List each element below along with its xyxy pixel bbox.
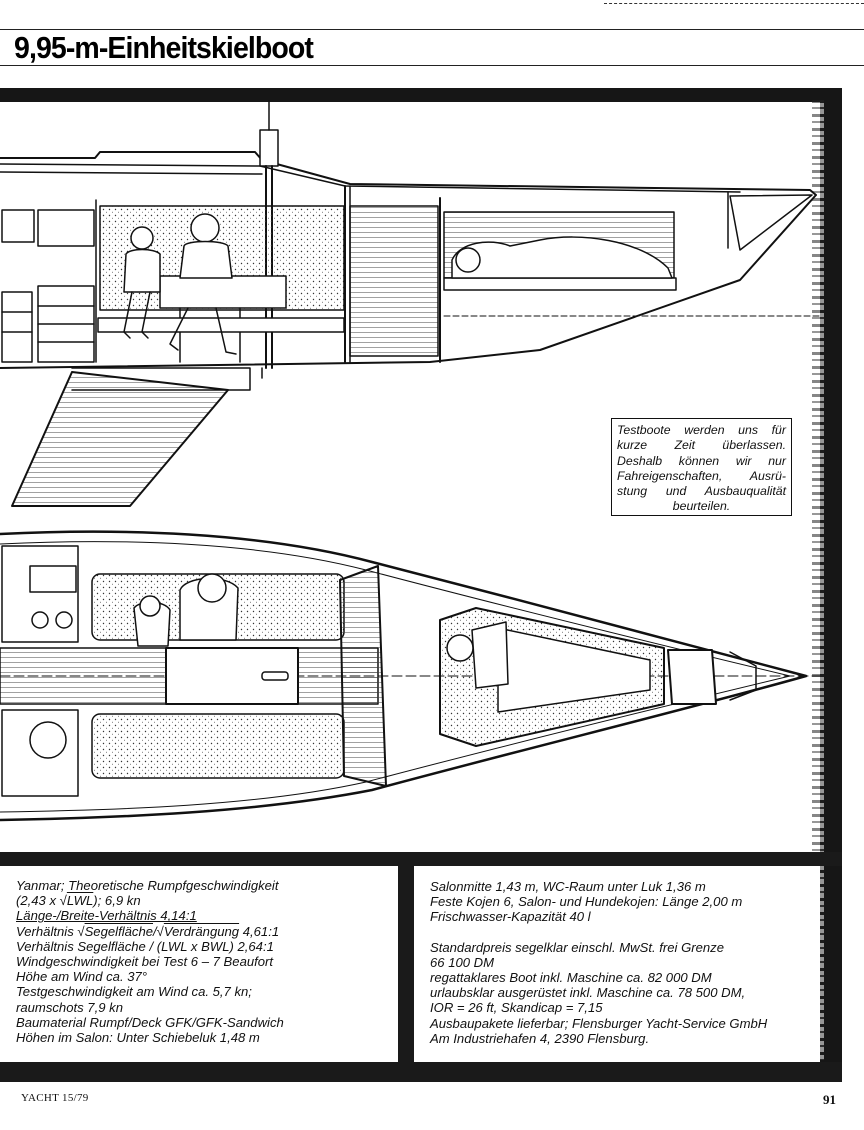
note-line: Deshalb können wir nur: [617, 453, 786, 468]
spec-line: Testgeschwindigkeit am Wind ca. 5,7 kn;: [16, 984, 252, 1000]
note-line: Fahreigenschaften, Ausrü-: [617, 468, 786, 483]
top-dashed-rule: [604, 3, 864, 4]
spec-line: Windgeschwindigkeit bei Test 6 – 7 Beauf…: [16, 954, 274, 970]
spec-line: (2,43 x √LWL); 6,9 kn: [16, 893, 141, 909]
spec-line: Ausbaupakete lieferbar; Flensburger Yach…: [430, 1015, 768, 1031]
spec-line: Yanmar; Theoretische Rumpfgeschwindigkei…: [16, 878, 279, 893]
spec-line: urlaubsklar ausgerüstet inkl. Maschine c…: [430, 985, 746, 1001]
side-profile-drawing: [0, 100, 820, 369]
spec-line: IOR = 26 ft, Skandicap = 7,15: [430, 1000, 603, 1016]
frame-right-band: [820, 88, 842, 1068]
magazine-issue: YACHT 15/79: [21, 1092, 89, 1104]
spec-line: Höhen im Salon: Unter Schiebeluk 1,48 m: [16, 1030, 260, 1046]
spec-line: regattaklares Boot inkl. Maschine ca. 82…: [430, 970, 712, 986]
frame-top-band: [0, 88, 842, 102]
keel-fin: [11, 371, 229, 507]
spec-line: Höhe am Wind ca. 37°: [16, 969, 148, 985]
spec-line: Feste Kojen 6, Salon- und Hundekojen: Lä…: [430, 894, 743, 910]
note-line: kurze Zeit überlassen.: [617, 438, 786, 453]
spec-line: Verhältnis √Segelfläche/√Verdrängung 4,6…: [16, 923, 280, 939]
spec-line: Frischwasser-Kapazität 40 l: [430, 909, 591, 925]
note-line: beurteilen.: [672, 499, 731, 514]
note-line: Testboote werden uns für: [617, 423, 786, 437]
note-line: stung und Ausbauqualität: [617, 484, 786, 499]
spec-line: Baumaterial Rumpf/Deck GFK/GFK-Sandwich: [16, 1014, 284, 1030]
spec-column-left: Yanmar; Theoretische Rumpfgeschwindigkei…: [0, 866, 398, 1062]
spec-line: Am Industriehafen 4, 2390 Flensburg.: [430, 1030, 650, 1046]
frame-right-speckle: [812, 100, 824, 1060]
page-title: 9,95-m-Einheitskielboot: [14, 30, 314, 65]
spec-column-divider: [398, 860, 414, 1070]
spec-line: Standardpreis segelklar einschl. MwSt. f…: [430, 939, 725, 955]
spec-line: Salonmitte 1,43 m, WC-Raum unter Luk 1,3…: [430, 879, 706, 894]
plan-view-drawing: [0, 530, 820, 822]
test-note-box: Testboote werden uns für kurze Zeit über…: [611, 418, 792, 516]
spec-line: raumschots 7,9 kn: [16, 999, 123, 1015]
spec-line: Verhältnis Segelfläche / (LWL x BWL) 2,6…: [16, 938, 274, 954]
spec-column-right: Salonmitte 1,43 m, WC-Raum unter Luk 1,3…: [414, 866, 820, 1062]
spec-top-band: [0, 852, 842, 866]
spec-line: Länge-/Breite-Verhältnis 4,14:1: [16, 908, 197, 924]
title-rule-bottom: [0, 65, 864, 66]
boat-drawings: [0, 100, 820, 822]
frame-bottom-band: [0, 1062, 842, 1082]
spec-gap: [430, 925, 820, 940]
title-rule-top: [0, 29, 864, 30]
spec-line: 66 100 DM: [430, 954, 495, 970]
page-number: 91: [823, 1092, 836, 1107]
